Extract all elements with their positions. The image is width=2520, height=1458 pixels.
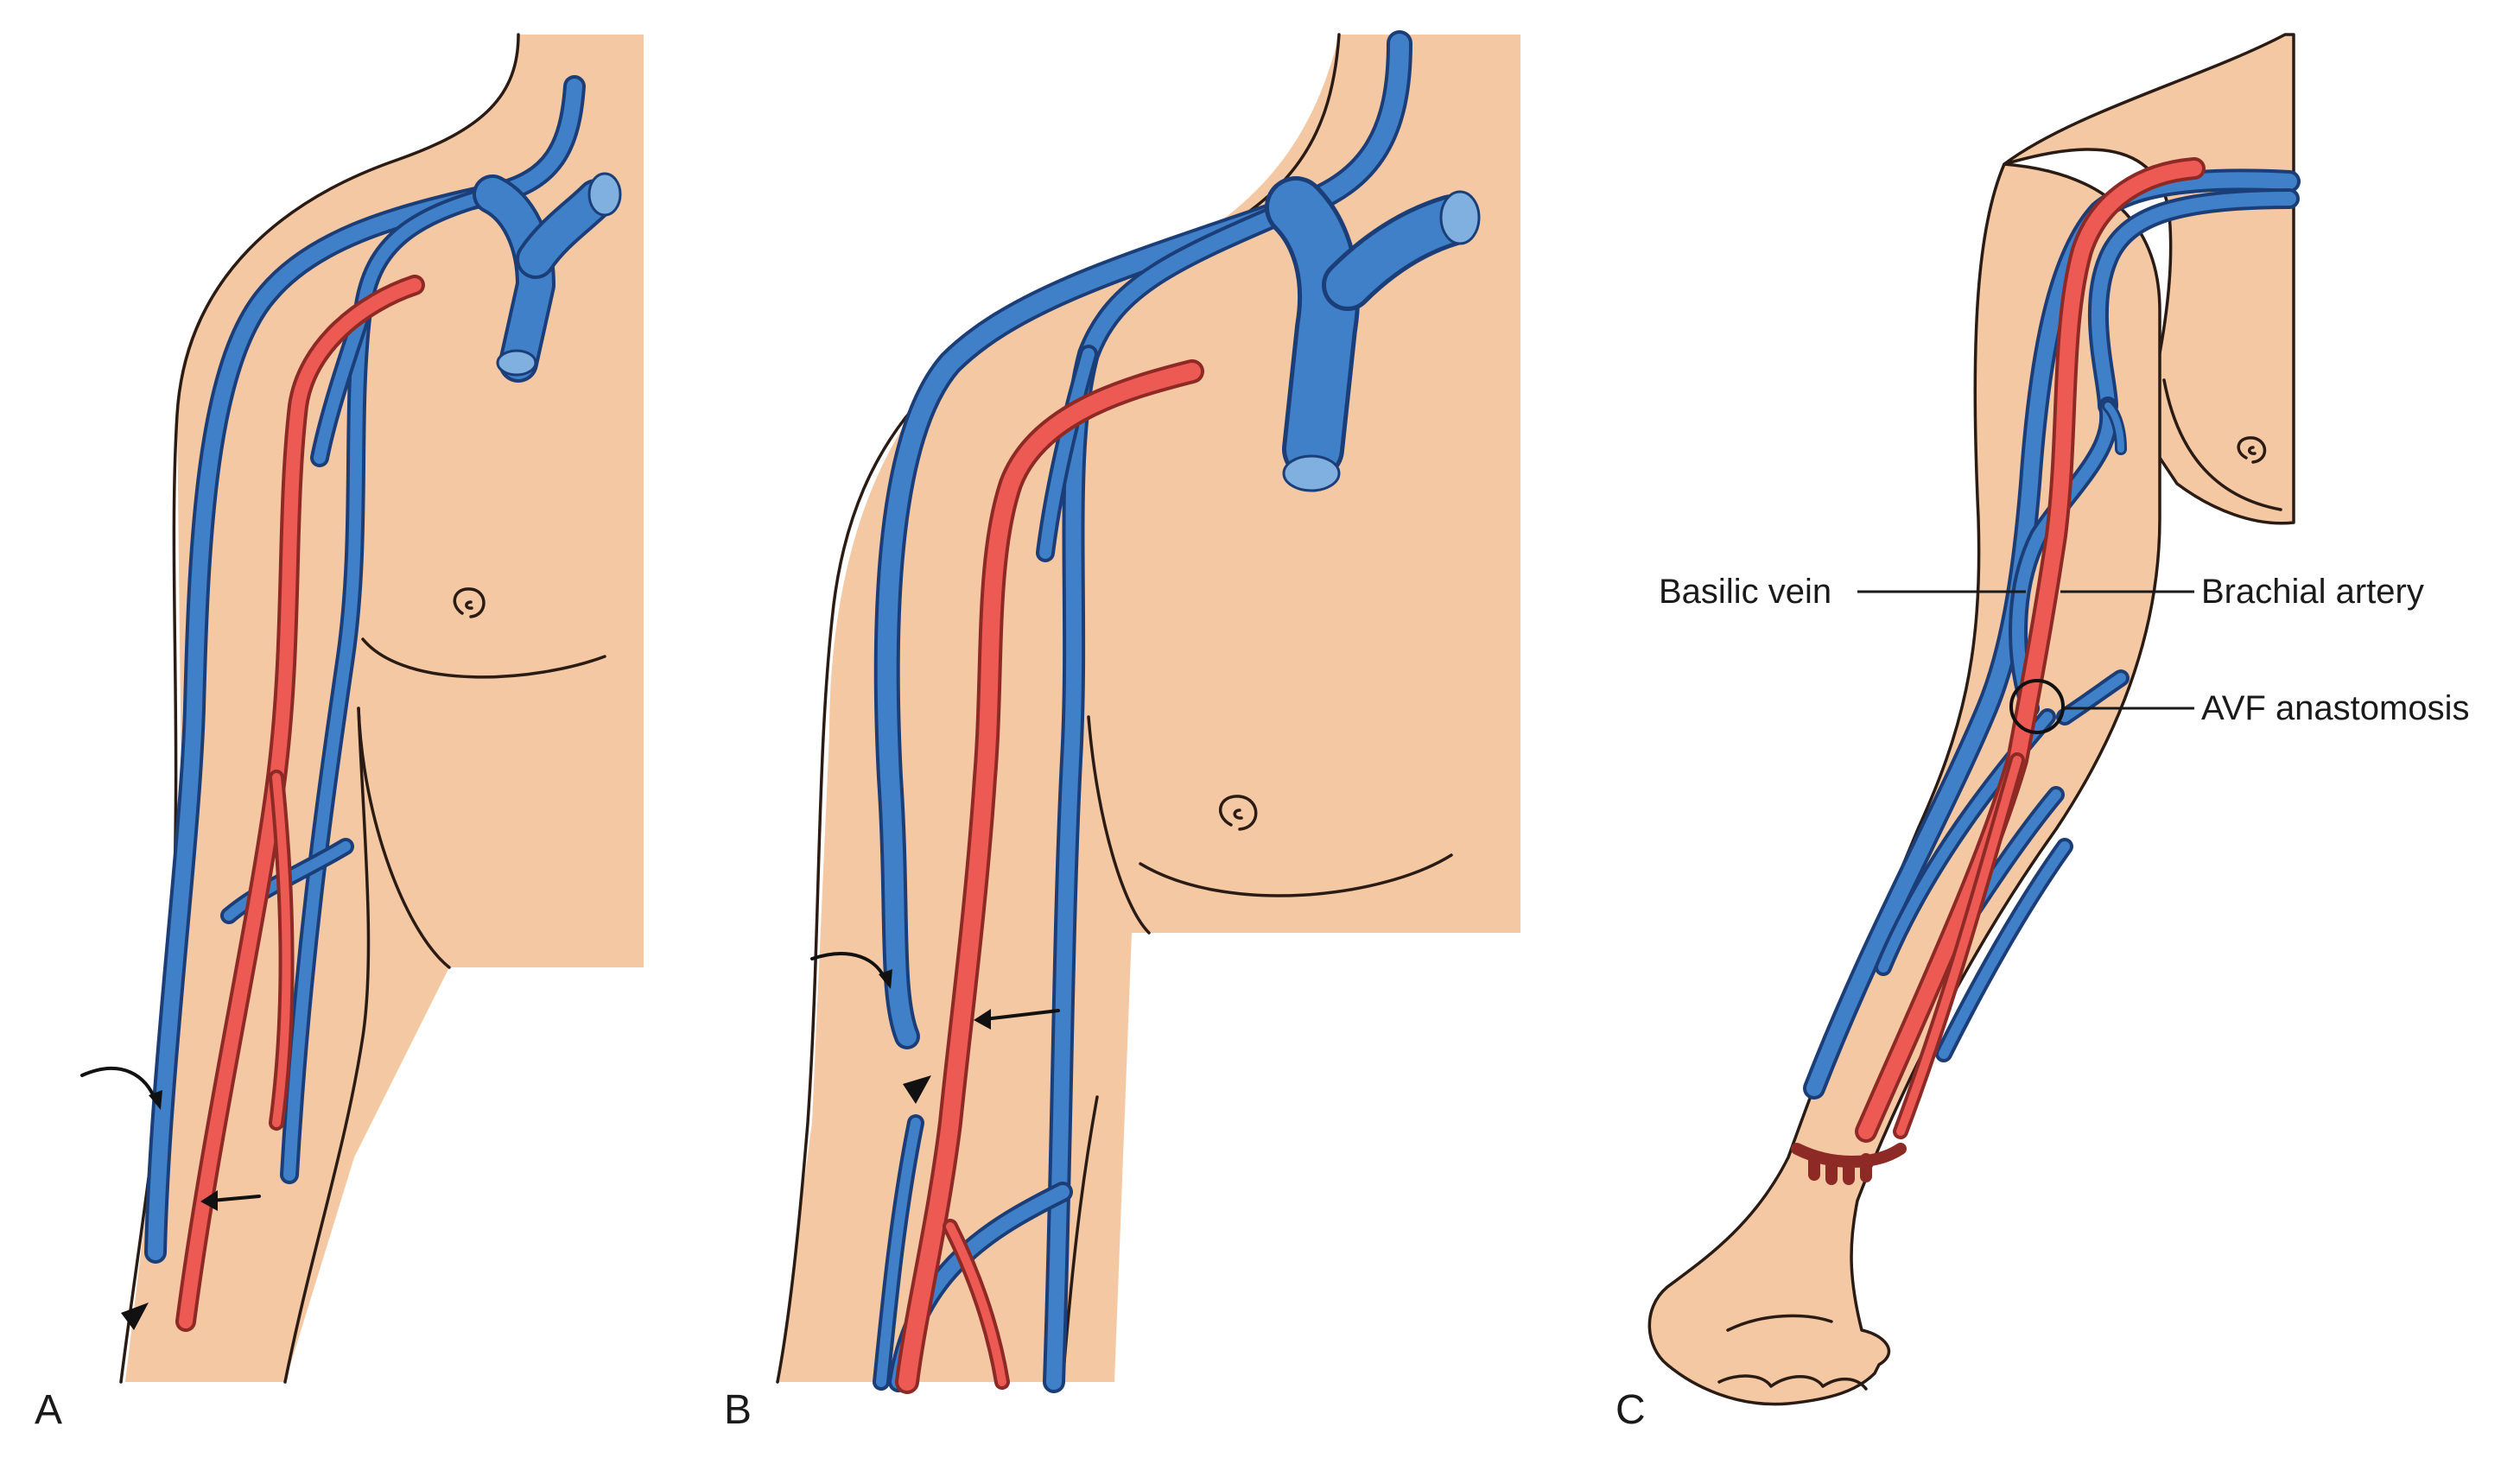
panel-a-artery <box>175 275 425 1332</box>
panel-c-artery <box>1791 157 2206 1185</box>
anastomosis-circle-icon <box>2009 679 2065 734</box>
arrowhead-icon <box>121 1303 149 1330</box>
straight-arrow-icon <box>210 1195 261 1202</box>
panel-c-arm <box>1647 162 2161 1406</box>
panel-a-inner-arm-outline <box>283 707 371 1384</box>
panel-b-artery <box>895 359 1204 1394</box>
panel-b-veins <box>873 30 1481 1393</box>
basilic-vein-label: Basilic vein <box>1659 573 1831 611</box>
avf-anastomosis-label: AVF anastomosis <box>2201 689 2470 727</box>
panel-c-fist-fingers <box>1717 1314 1868 1391</box>
panel-c-armpit-contour <box>2162 378 2282 511</box>
panel-c-letter: C <box>1615 1387 1646 1433</box>
panel-c: Basilic vein Brachial artery AVF anastom… <box>1615 33 2470 1433</box>
straight-arrow-icon <box>983 1009 1060 1021</box>
curved-arrow-head <box>149 1090 162 1110</box>
arrowhead-icon <box>903 1075 931 1104</box>
nipple-icon <box>2237 436 2267 464</box>
brachial-artery-label: Brachial artery <box>2201 573 2424 611</box>
panel-b-chest-contour <box>1139 853 1453 897</box>
panel-a-chest-contour <box>361 637 606 679</box>
curved-arrow-icon <box>80 1066 157 1103</box>
panel-a-letter: A <box>35 1387 62 1433</box>
panel-b-letter: B <box>724 1387 752 1433</box>
curved-arrow-head <box>879 969 892 989</box>
nipple-icon <box>1218 795 1258 831</box>
nipple-icon <box>453 587 486 618</box>
straight-arrow-head <box>200 1190 218 1211</box>
panel-b-torso-outline <box>1087 715 1151 935</box>
panel-b: B <box>724 30 1520 1433</box>
straight-arrow-head <box>974 1009 991 1030</box>
panel-a: A <box>35 33 644 1433</box>
panel-a-torso-outline <box>357 707 451 969</box>
